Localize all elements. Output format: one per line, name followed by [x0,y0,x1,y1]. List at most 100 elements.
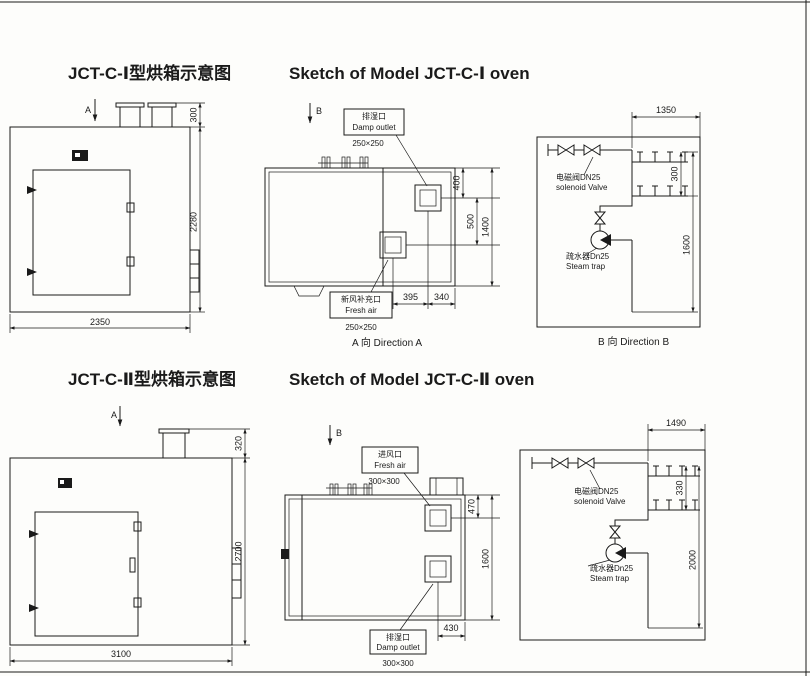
dim-chimney-height: 320 [189,428,250,459]
hinge-icon [27,268,37,276]
callout-label-cn: 进风口 [378,450,402,459]
steam-supply-line [547,144,633,196]
callout-size: 300×300 [382,659,414,668]
dim-body-width: 2350 [9,314,191,333]
dim-label: 2000 [688,550,698,570]
steam-trap-callout: 疏水器Dn25 Steam trap [566,247,610,271]
heater-manifold-lower [648,499,700,511]
dim-label: 2280 [189,212,199,232]
section2-title-en: Sketch of Model JCT-C-Ⅱ oven [289,370,534,389]
fresh-air-opening [424,504,452,532]
dim-label: 430 [443,623,458,633]
steam-trap-callout: 疏水器Dn25 Steam trap [587,559,634,583]
dim-1350: 1350 [631,105,701,148]
dim-label: 395 [403,292,418,302]
condensate-branch [605,510,649,628]
view-arrow-label: A [111,410,117,420]
latch-icon [126,202,135,213]
dim-395: 395 [392,211,429,309]
callout-label-cn: 疏水器Dn25 [566,251,610,261]
valve-icon [557,144,575,156]
side-bracket [189,249,200,293]
section1: JCT-C-Ⅰ型烘箱示意图 Sketch of Model JCT-C-Ⅰ ov… [9,63,701,349]
callout-label-en: Damp outlet [376,643,420,652]
dim-1600-plan: 1600 [465,494,500,621]
view-direction-a: A [111,406,123,427]
oven-door [29,511,142,637]
oven2-piping-view: 1490 [519,418,706,641]
valve-icon [583,144,601,156]
latch-icon [133,521,142,532]
section1-title-cn: JCT-C-Ⅰ型烘箱示意图 [68,63,231,83]
pipe-rail [326,483,373,496]
hinge-icon [29,530,39,538]
leader-line [587,559,611,567]
dim-330-pipe: 330 [675,465,688,511]
callout-label-cn: 新风补充口 [341,294,381,304]
piping-panel-frame [519,449,706,641]
dim-470: 470 [451,494,500,519]
valve-icon [551,457,569,469]
callout-label-en: Fresh air [345,306,377,315]
dim-label: 330 [675,480,685,495]
side-bracket [231,547,242,599]
leader-line [586,247,598,255]
latch-icon [126,256,135,267]
dim-340: 340 [427,288,456,309]
callout-label-en: solenoid Valve [574,497,626,506]
callout-size: 250×250 [345,323,377,332]
dim-label: 500 [466,214,476,229]
pipe-rail [318,156,369,169]
hinge-icon [281,549,289,559]
oven1-front-view: A [9,99,205,333]
dim-label: 1400 [481,217,491,237]
dim-label: 470 [467,499,477,514]
fresh-air-callout: 新风补充口 Fresh air 250×250 [329,259,393,332]
dim-1490: 1490 [647,418,706,461]
view-direction-b: B [327,425,342,446]
dim-label: 400 [452,175,462,190]
handle-icon [129,557,136,573]
valve-icon [577,457,595,469]
section2: JCT-C-Ⅱ型烘箱示意图 Sketch of Model JCT-C-Ⅱ ov… [9,369,706,668]
view-direction-a: A [85,99,98,122]
dim-label: 3100 [111,649,131,659]
oven1-piping-view: 1350 [536,105,701,348]
callout-label-en: Damp outlet [352,123,396,132]
steam-supply-line [531,457,649,510]
dim-1400: 1400 [455,167,500,287]
condensate-branch [590,196,633,312]
callout-label-en: Fresh air [374,461,406,470]
oven1-top-view: B 排湿口 Damp outlet 250×250 [264,103,500,349]
solenoid-valve-callout: 电磁阀DN25 solenoid Valve [556,156,608,192]
dim-body-width: 3100 [9,647,233,666]
view-arrow-label: B [316,106,322,116]
hinge-icon [27,186,37,194]
dim-label: 300 [670,166,680,181]
latch-icon [133,597,142,608]
oven2-top-view: B 进风口 Fresh air 300×300 [281,425,500,668]
dim-body-height: 2700 [232,457,250,646]
dim-500: 500 [406,197,500,246]
check-valve-icon [600,234,611,246]
leader-line [370,259,389,293]
callout-label-cn: 疏水器Dn25 [590,563,634,573]
oven-plan-body [281,494,466,621]
dim-label: 1350 [656,105,676,115]
leader-line [395,134,428,187]
dim-label: 1600 [481,549,491,569]
view-caption: B 向 Direction B [598,335,669,348]
valve-icon [593,211,607,225]
damp-outlet-opening [414,184,442,212]
dim-label: 2700 [234,541,244,561]
drain-fitting [293,285,325,297]
callout-label-cn: 电磁阀DN25 [574,486,619,496]
dim-chimney-height: 300 [176,102,205,128]
dim-label: 1600 [682,235,692,255]
callout-label-en: Steam trap [566,262,606,271]
heater-manifold-upper [632,151,688,163]
oven2-front-view: A [9,406,250,666]
fresh-air-callout: 进风口 Fresh air 300×300 [361,446,431,507]
oven-door [27,169,135,296]
